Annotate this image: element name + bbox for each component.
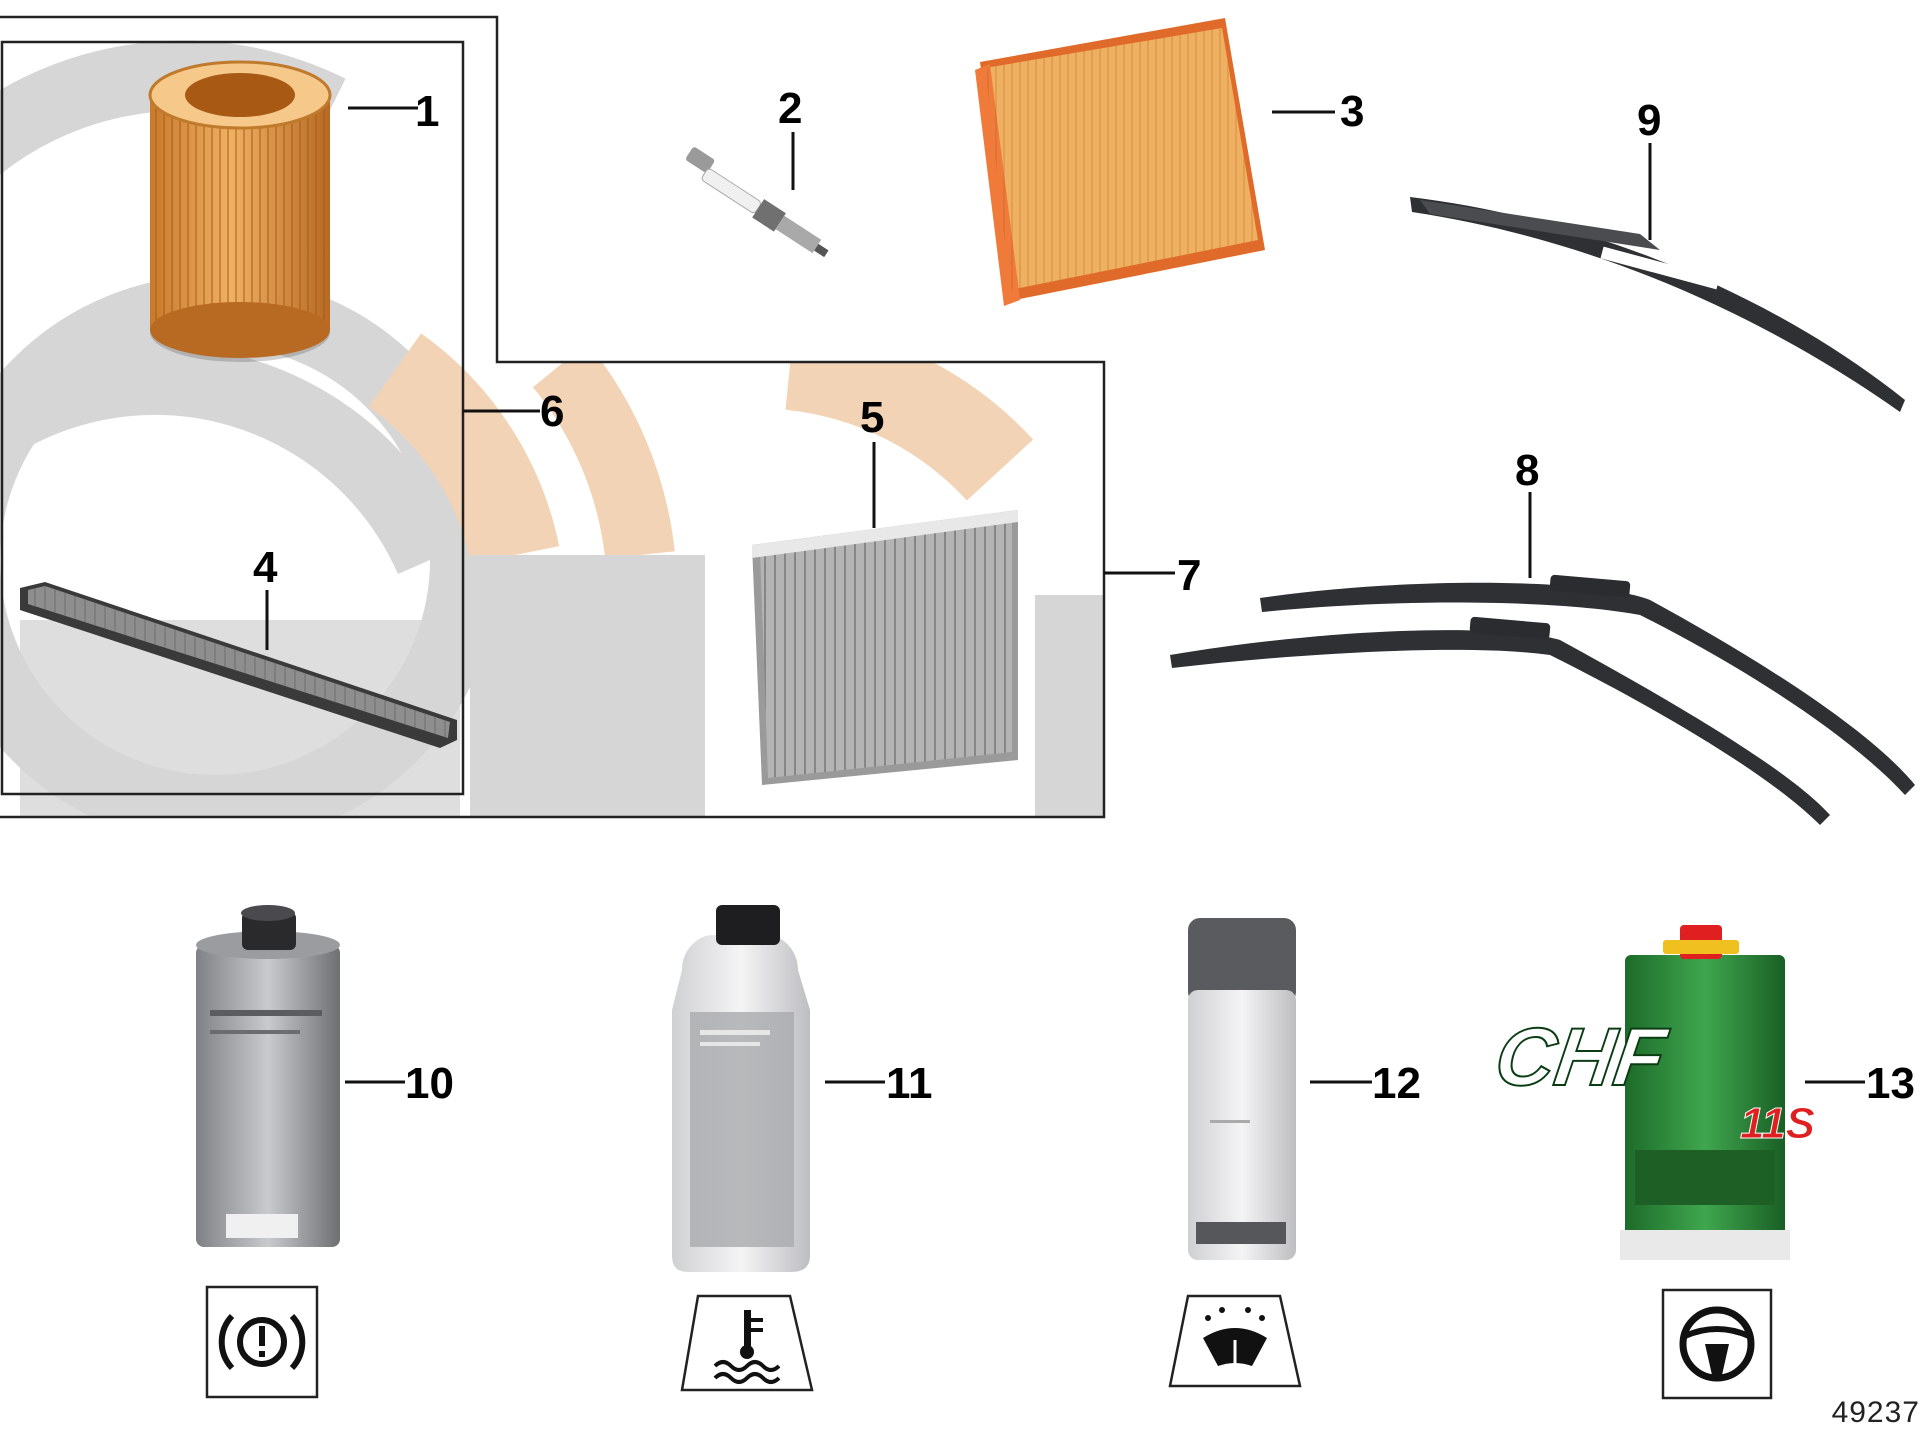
- oil-filter[interactable]: [148, 60, 332, 362]
- air-filter[interactable]: [975, 18, 1265, 306]
- callout-3[interactable]: 3: [1340, 87, 1364, 136]
- callout-11[interactable]: 11: [886, 1059, 933, 1108]
- filter-set-outline-7: [0, 15, 1106, 819]
- callout-12[interactable]: 12: [1372, 1059, 1421, 1108]
- spark-plug[interactable]: [678, 146, 836, 262]
- callout-8[interactable]: 8: [1515, 446, 1539, 495]
- callout-6[interactable]: 6: [540, 387, 564, 436]
- brake-warning-icon: [205, 1285, 319, 1399]
- chf-sub-text: 11S: [1740, 1099, 1815, 1148]
- rear-wiper-blade[interactable]: [1410, 197, 1905, 412]
- windshield-washer-icon: [1168, 1294, 1302, 1388]
- coolant-temperature-icon: [680, 1294, 814, 1392]
- callout-13[interactable]: 13: [1866, 1059, 1915, 1108]
- callout-10[interactable]: 10: [405, 1059, 454, 1108]
- chf-logo-text: CHF: [1490, 1011, 1674, 1103]
- front-wiper-blades[interactable]: [1170, 574, 1915, 825]
- cabin-filter[interactable]: [752, 510, 1018, 785]
- callout-2[interactable]: 2: [778, 84, 802, 133]
- callout-7[interactable]: 7: [1177, 551, 1201, 600]
- chf-hydraulic-oil-can[interactable]: [1620, 925, 1790, 1260]
- callout-9[interactable]: 9: [1637, 96, 1661, 145]
- washer-fluid-bottle[interactable]: [1188, 918, 1296, 1260]
- filter-set-outline-6: [0, 40, 465, 796]
- steering-wheel-icon: [1661, 1288, 1773, 1400]
- microfilter-strip[interactable]: [20, 582, 457, 748]
- leader-lines: [265, 106, 1865, 1084]
- callout-1[interactable]: 1: [415, 87, 439, 136]
- coolant-bottle[interactable]: [672, 905, 810, 1272]
- callout-5[interactable]: 5: [860, 393, 884, 442]
- callout-4[interactable]: 4: [253, 543, 278, 592]
- document-number: 49237: [1831, 1396, 1920, 1429]
- brake-fluid-can[interactable]: [196, 905, 340, 1247]
